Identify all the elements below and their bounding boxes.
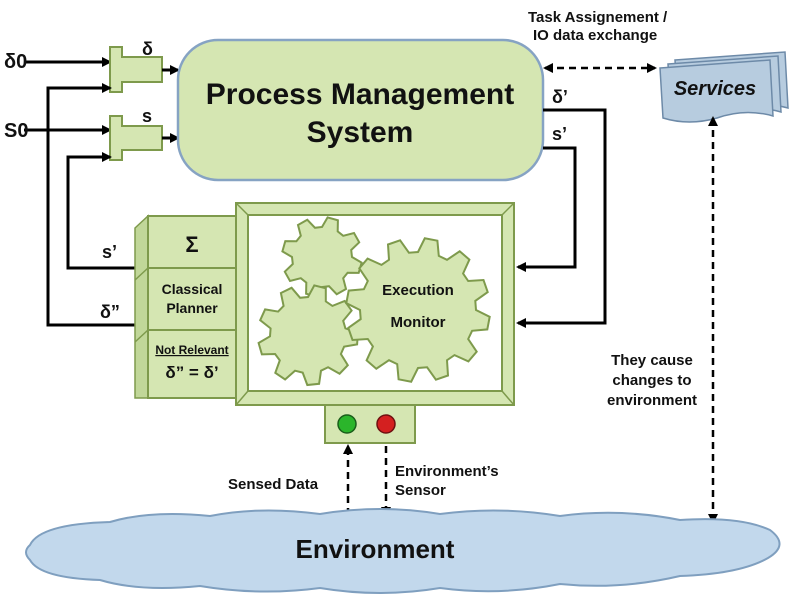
cause-label-line3: environment <box>607 392 697 409</box>
green-status-light <box>337 414 357 434</box>
sensed-data-label: Sensed Data <box>228 476 319 493</box>
gear-small-bottom-icon <box>257 284 359 387</box>
services-label: Services <box>674 78 756 100</box>
planner-title-line1: Classical <box>162 281 223 297</box>
gears-group <box>257 216 491 387</box>
s-merge-connector <box>109 115 163 161</box>
s-label: s <box>142 106 152 126</box>
classical-planner-panel <box>134 214 237 399</box>
feedback-s-prime-label: s’ <box>102 242 117 262</box>
delta-merge-connector <box>109 46 163 93</box>
delta-prime-line <box>516 108 607 328</box>
delta-prime-label: δ’ <box>552 87 568 107</box>
task-label-line1: Task Assignement / <box>528 9 668 26</box>
env-sensor-label-line2: Sensor <box>395 482 446 499</box>
planner-title-line2: Planner <box>166 300 218 316</box>
s-prime-label: s’ <box>552 124 567 144</box>
s-prime-line <box>516 146 577 272</box>
environment-label: Environment <box>296 534 455 564</box>
delta0-label: δ0 <box>4 51 27 73</box>
delta-label: δ <box>142 39 153 59</box>
feedback-delta-double-label: δ” <box>100 302 120 322</box>
s0-label: S0 <box>4 120 28 142</box>
planner-equation: δ” = δ’ <box>165 363 218 382</box>
environment-cloud <box>25 508 781 594</box>
env-sensor-label-line1: Environment’s <box>395 463 499 480</box>
pms-title-line1: Process Management <box>206 78 514 111</box>
task-label-line2: IO data exchange <box>533 27 657 44</box>
s-prime-feedback-line <box>66 152 148 270</box>
pms-title-line2: System <box>307 116 414 149</box>
sigma-symbol: Σ <box>185 232 198 257</box>
services-stack <box>659 51 789 123</box>
monitor-label-line2: Monitor <box>391 314 446 331</box>
planner-note: Not Relevant <box>155 343 228 357</box>
cause-label-line2: changes to <box>612 372 691 389</box>
delta-double-feedback-line <box>46 83 148 327</box>
red-status-light <box>376 414 396 434</box>
cause-label-line1: They cause <box>611 352 693 369</box>
monitor-label-line1: Execution <box>382 282 454 299</box>
gear-large-icon <box>345 237 491 383</box>
